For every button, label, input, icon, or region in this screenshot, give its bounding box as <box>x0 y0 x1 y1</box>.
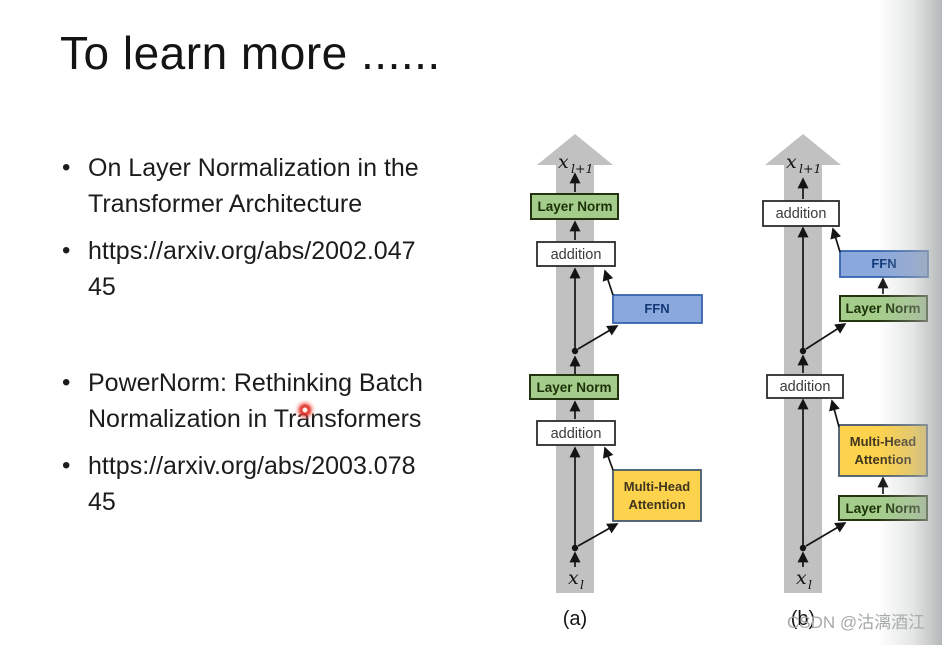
input-label-b: x l <box>796 567 812 592</box>
caption-b: (b) <box>791 608 815 630</box>
bullet-item-link-2: • https://arxiv.org/abs/2003.078 45 <box>62 448 512 520</box>
layer-norm-box-mid-a: Layer Norm <box>529 374 619 400</box>
diagram-a-post-layernorm: x l+1 Layer Norm addition FFN Layer Norm <box>529 134 703 630</box>
bullet-text-paper-2: PowerNorm: Rethinking Batch Normalizatio… <box>88 369 423 433</box>
svg-text:Multi-Head: Multi-Head <box>850 434 917 449</box>
addition-box-bottom-b: addition <box>766 374 844 399</box>
svg-text:Layer Norm: Layer Norm <box>536 380 611 395</box>
multi-head-attention-box-b: Multi-Head Attention <box>838 424 928 477</box>
svg-text:FFN: FFN <box>644 301 669 316</box>
ffn-box-a: FFN <box>612 294 703 324</box>
output-label-a: x l+1 <box>558 151 593 176</box>
layer-norm-box-top-a: Layer Norm <box>530 193 619 220</box>
branch-junction <box>799 347 807 355</box>
svg-text:x: x <box>786 151 797 173</box>
svg-text:Layer Norm: Layer Norm <box>537 199 612 214</box>
layer-norm-box-bottom-b: Layer Norm <box>838 495 928 521</box>
output-label-b: x l+1 <box>786 151 821 176</box>
bullet-item-paper-2: • PowerNorm: Rethinking Batch Normalizat… <box>62 365 512 437</box>
ffn-box-b: FFN <box>839 250 929 278</box>
svg-text:Attention: Attention <box>628 497 685 512</box>
svg-text:Layer Norm: Layer Norm <box>845 301 920 316</box>
multi-head-attention-box-a: Multi-Head Attention <box>612 469 702 522</box>
svg-text:l: l <box>580 577 584 592</box>
addition-box-top-a: addition <box>536 241 616 267</box>
bullet-marker: • <box>62 154 71 181</box>
bullet-item-link-1: • https://arxiv.org/abs/2002.047 45 <box>62 233 512 305</box>
branch-junction <box>799 544 807 552</box>
bullet-text-link-2: https://arxiv.org/abs/2003.078 45 <box>88 452 416 516</box>
svg-text:Layer Norm: Layer Norm <box>845 501 920 516</box>
svg-text:addition: addition <box>780 379 831 395</box>
input-label-a: x l <box>568 567 584 592</box>
svg-text:addition: addition <box>551 247 602 263</box>
svg-text:Attention: Attention <box>854 452 911 467</box>
addition-box-top-b: addition <box>762 200 840 227</box>
svg-text:addition: addition <box>776 206 827 222</box>
bullet-marker: • <box>62 369 71 396</box>
svg-text:Multi-Head: Multi-Head <box>624 479 691 494</box>
slide-title: To learn more ...... <box>60 27 441 79</box>
svg-text:l+1: l+1 <box>571 161 593 176</box>
svg-text:FFN: FFN <box>871 256 896 271</box>
bullet-text-link-1: https://arxiv.org/abs/2002.047 45 <box>88 237 416 301</box>
bullet-text-paper-1: On Layer Normalization in the Transforme… <box>88 154 419 218</box>
svg-text:l: l <box>808 577 812 592</box>
bullet-marker: • <box>62 237 71 264</box>
branch-junction <box>571 347 579 355</box>
svg-text:x: x <box>558 151 569 173</box>
diagram-b-pre-layernorm: x l+1 addition FFN Layer Norm addition M… <box>762 134 929 630</box>
bullet-marker: • <box>62 452 71 479</box>
caption-a: (a) <box>563 608 587 630</box>
svg-text:x: x <box>796 567 807 589</box>
branch-junction <box>571 544 579 552</box>
svg-text:addition: addition <box>551 426 602 442</box>
layer-norm-box-mid-b: Layer Norm <box>839 295 928 322</box>
bullet-item-paper-1: • On Layer Normalization in the Transfor… <box>62 150 512 222</box>
addition-box-bottom-a: addition <box>536 420 616 446</box>
svg-text:l+1: l+1 <box>799 161 821 176</box>
svg-text:x: x <box>568 567 579 589</box>
